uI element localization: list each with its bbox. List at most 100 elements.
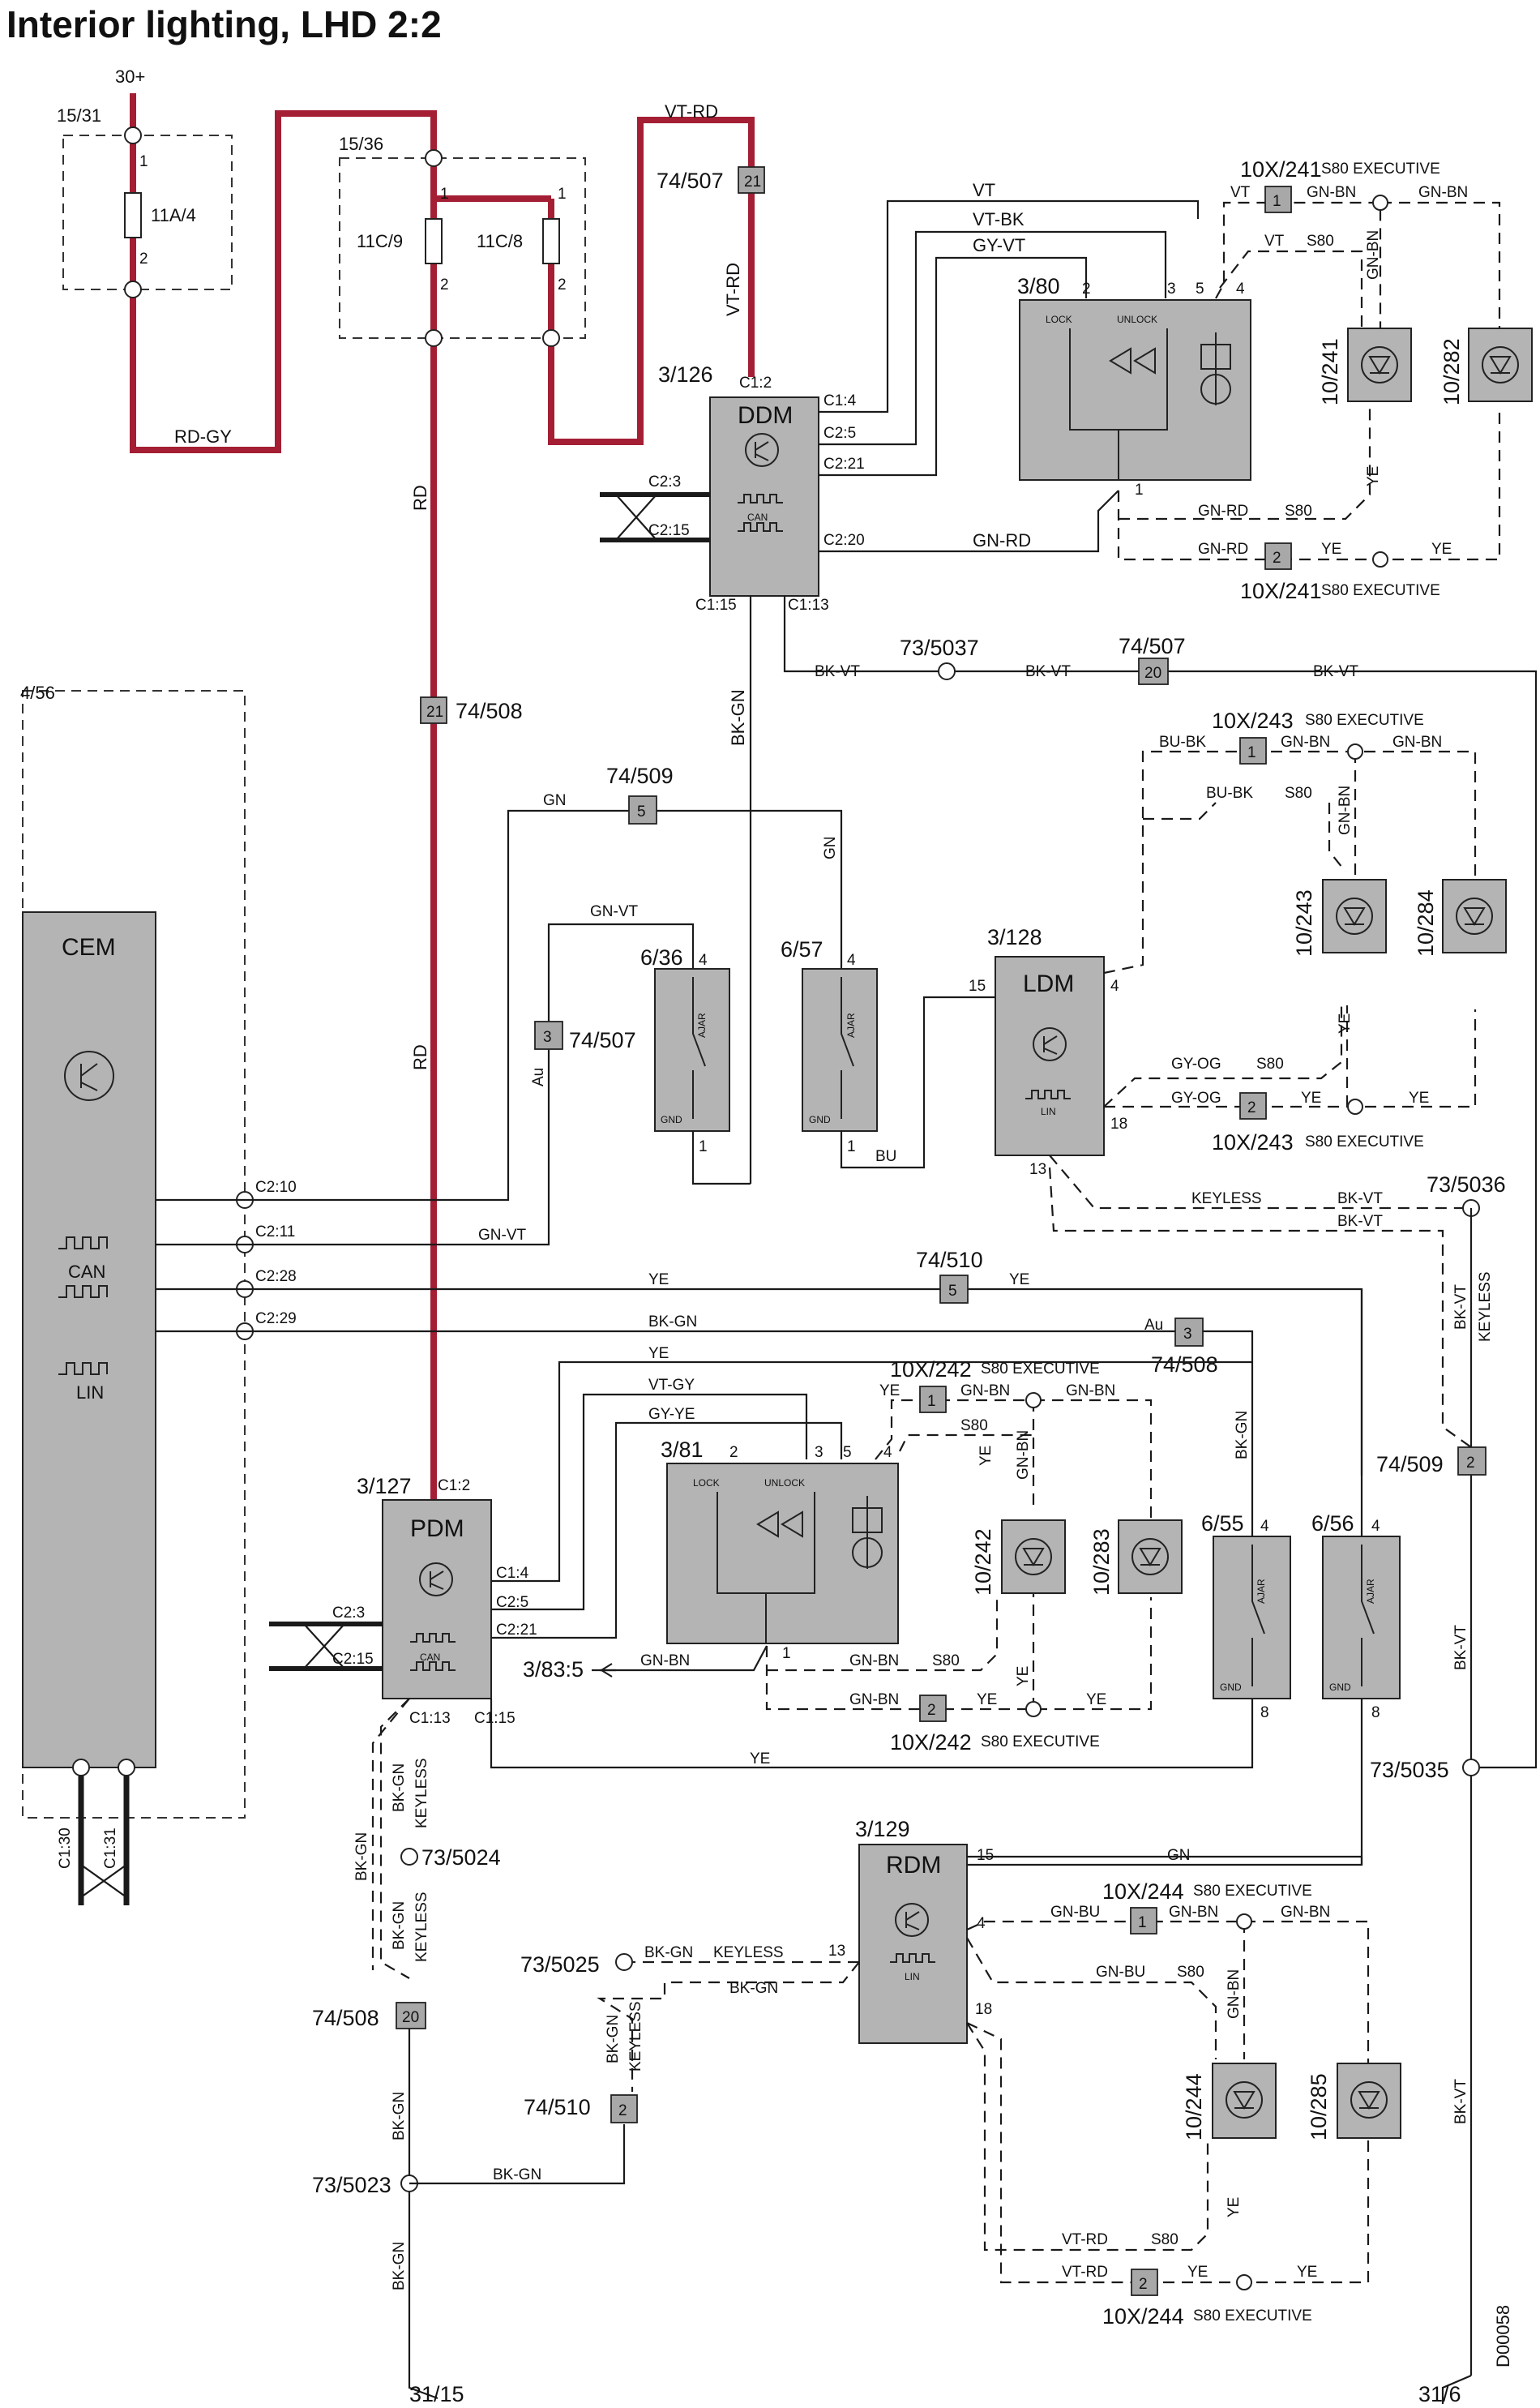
- connector-74-508-label-2: 74/508: [1151, 1352, 1218, 1377]
- pin-label: 2: [1273, 550, 1281, 567]
- splice-73-5037: [938, 662, 956, 680]
- fuse-11c9-label: 11C/9: [357, 231, 403, 251]
- door-switch-3-81-led: [852, 1496, 883, 1569]
- lamp-10-241: [1347, 328, 1412, 402]
- door-3-80-lamp-wiring: [1117, 201, 1501, 561]
- wire-label: BK-GN: [1234, 1411, 1251, 1459]
- lamp-10-283-diode: [1139, 1548, 1161, 1566]
- cem-transistor-icon: [64, 1051, 114, 1101]
- pdm-c115-ye-wire: [490, 1699, 1254, 1769]
- pin-label: C1:2: [438, 1477, 470, 1494]
- lamp-10-282-icon: [1482, 346, 1519, 383]
- node-15-36-in: [425, 149, 443, 167]
- cem-ye-wire: [156, 1288, 1363, 1476]
- pin-label: 4: [977, 1915, 986, 1932]
- cem-box: [22, 690, 246, 1819]
- pin-label: 4: [1236, 281, 1245, 298]
- wire-vt-rd-vertical: VT-RD: [723, 263, 743, 316]
- wire-label: BK-VT: [1452, 2079, 1469, 2124]
- wire-label: S80: [1285, 785, 1312, 802]
- rdm-lamp-wiring: [966, 1920, 1370, 2284]
- ddm-ref: 3/126: [658, 362, 713, 387]
- gnd-label: GND: [809, 1114, 831, 1125]
- pin-label: C2:15: [648, 522, 690, 539]
- lamp-10-244: [1212, 2063, 1277, 2139]
- cem-label: CEM: [62, 934, 116, 961]
- ddm-can-twist: [615, 494, 657, 541]
- lamp-10-284-icon: [1456, 898, 1493, 935]
- pin-label: C2:11: [255, 1223, 295, 1240]
- pin-label: C2:5: [823, 425, 856, 442]
- pin-label: C1:4: [496, 1565, 529, 1582]
- fuse-box-15-31-label: 15/31: [57, 105, 101, 126]
- wire-label: GY-VT: [973, 235, 1025, 255]
- ajar-label: AJAR: [845, 1013, 857, 1038]
- connector-10x242-pin1: [919, 1386, 947, 1413]
- wire-label: GN-BN: [1337, 786, 1354, 835]
- pin-label: C1:4: [823, 392, 857, 409]
- pin-label: 5: [948, 1283, 957, 1300]
- ajar-label: AJAR: [1256, 1579, 1267, 1604]
- wire-label: GN: [543, 792, 567, 809]
- wire-label: GN-BN: [1226, 1969, 1243, 2019]
- wire-label: S80: [1285, 503, 1312, 520]
- wire-label: BK-VT: [1025, 663, 1071, 680]
- connector-74-507-label: 74/507: [657, 169, 724, 193]
- splice-73-5024-label: 73/5024: [421, 1845, 501, 1870]
- fuse-11a4-label: 11A/4: [151, 205, 196, 225]
- wire-label: BU-BK: [1206, 785, 1253, 802]
- door-switch-3-80: [1019, 299, 1251, 481]
- wire-label: YE: [648, 1345, 669, 1362]
- door-3-81-lamp-wiring: [765, 1399, 1153, 1711]
- rdm-label: RDM: [886, 1852, 941, 1879]
- wire-label: BK-VT: [1452, 1625, 1469, 1670]
- wire-label: GN-RD: [1198, 503, 1248, 520]
- connector-74-509-label-2: 74/509: [1376, 1452, 1444, 1476]
- connector-10x241-pin2: [1264, 542, 1292, 570]
- wire-label: S80: [1151, 2231, 1179, 2248]
- connector-10x243-label: 10X/243: [1212, 709, 1294, 733]
- rdm-lin-label: LIN: [905, 1971, 920, 1982]
- connector-74-509-pin5: [628, 795, 657, 825]
- wire-label: VT-GY: [648, 1377, 695, 1394]
- pdm-can-bus: [269, 1622, 383, 1671]
- cem-lin-label: LIN: [76, 1382, 104, 1403]
- wire-label: YE: [1297, 2264, 1317, 2281]
- pin-label: 18: [1110, 1116, 1127, 1133]
- lamp-10-282-diode: [1489, 356, 1512, 375]
- splice-10x242-top: [1025, 1392, 1042, 1408]
- pdm-ref: 3/127: [357, 1474, 412, 1498]
- ldm-keyless-wiring: [1048, 1155, 1472, 1448]
- connector-74-507-pin21: [738, 166, 765, 194]
- lamp-10-244-diode: [1233, 2091, 1256, 2110]
- pin-label: 2: [1247, 1099, 1256, 1116]
- ddm-to-3-80-wires: [819, 199, 1200, 477]
- pin-label: 20: [1144, 665, 1161, 682]
- pin-label: 20: [402, 2009, 419, 2026]
- rdm-transistor-symbol: [905, 1911, 920, 1930]
- door-switch-3-81-circuit: [717, 1492, 815, 1643]
- wire-label: BK-VT: [1452, 1284, 1469, 1330]
- cem-ground-twist: [80, 1864, 127, 1898]
- wire-label: YE: [1409, 1090, 1429, 1107]
- splice-10x241-top: [1372, 195, 1388, 211]
- wire-label: YE: [1009, 1271, 1029, 1288]
- s80-executive-label: S80 EXECUTIVE: [1305, 712, 1424, 729]
- switch-6-56-ref: 6/56: [1311, 1511, 1354, 1536]
- lamp-10-241-icon: [1361, 346, 1398, 383]
- pdm-label: PDM: [410, 1515, 464, 1542]
- connector-74-507-label-2: 74/507: [1119, 634, 1186, 658]
- lamp-10-242-label: 10/242: [971, 1528, 995, 1596]
- ddm-c220-wire: [819, 490, 1119, 553]
- rdm-gn-wire: [967, 1855, 1363, 1865]
- wire-label: BK-VT: [815, 663, 860, 680]
- connector-10x241-pin1: [1264, 186, 1292, 213]
- wire-label: YE: [1337, 1013, 1354, 1034]
- wire-label: S80: [1256, 1056, 1284, 1073]
- pin-label: 5: [843, 1444, 852, 1461]
- lamp-10-283: [1118, 1519, 1183, 1594]
- connector-74-510-label: 74/510: [916, 1248, 983, 1272]
- connector-10x243-pin2: [1239, 1092, 1267, 1120]
